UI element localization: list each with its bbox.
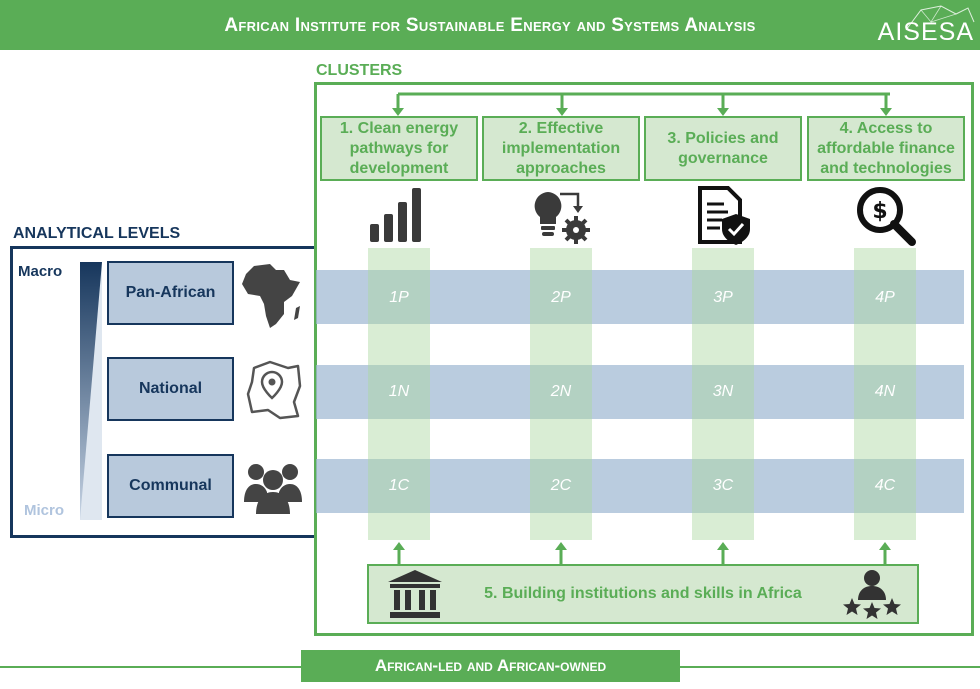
matrix-cell: 4C (874, 477, 896, 494)
matrix-cell: 4P (875, 289, 895, 306)
logo-outline-icon (905, 5, 975, 31)
footer-box (301, 650, 680, 682)
matrix-cell: 2P (551, 289, 571, 306)
analytical-levels-frame (10, 246, 314, 538)
band-pan-african (316, 270, 964, 324)
institution-building-icon (388, 570, 442, 618)
institutions-box (367, 564, 919, 624)
lightbulb-gear-icon (534, 192, 590, 244)
band-cluster-3 (692, 248, 754, 540)
clusters-frame (314, 82, 974, 636)
macro-micro-gradient-wedge (80, 262, 102, 520)
header-bar (0, 0, 980, 50)
people-group-icon (244, 464, 302, 514)
matrix-cell: 1P (389, 289, 409, 306)
matrix-cell: 4N (874, 383, 896, 400)
band-communal (316, 459, 964, 513)
cluster-box-3: 3. Policies and governance (644, 116, 802, 181)
matrix-cell: 1N (388, 383, 410, 400)
level-box-communal: Communal (107, 454, 234, 518)
matrix-cell: 3C (712, 477, 734, 494)
band-national (316, 365, 964, 419)
band-cluster-1 (368, 248, 430, 540)
matrix-cell: 3P (713, 289, 733, 306)
matrix-cell: 1C (388, 477, 410, 494)
micro-label: Micro (24, 502, 65, 519)
bar-chart-icon (370, 188, 421, 242)
matrix-cell: 3N (712, 383, 734, 400)
footer-label: African-led and African-owned (374, 656, 607, 675)
band-cluster-2 (530, 248, 592, 540)
analytical-levels-label: ANALYTICAL LEVELS (13, 225, 181, 242)
matrix-cell: 2N (550, 383, 572, 400)
cluster-box-4: 4. Access to affordable finance and tech… (807, 116, 965, 181)
logo-text: AISESA (877, 18, 974, 46)
country-pin-icon (246, 360, 302, 420)
band-cluster-4 (854, 248, 916, 540)
institutions-label: 5. Building institutions and skills in A… (484, 585, 802, 602)
header-title: African Institute for Sustainable Energy… (224, 15, 756, 36)
level-box-pan-african: Pan-African (107, 261, 234, 325)
cluster-box-2: 2. Effective implementation approaches (482, 116, 640, 181)
dollar-magnifier-icon: $ (857, 187, 916, 246)
level-box-national: National (107, 357, 234, 421)
cluster-box-1: 1. Clean energy pathways for development (320, 116, 478, 181)
svg-text:$: $ (872, 199, 887, 224)
clusters-label: CLUSTERS (316, 62, 403, 79)
matrix-cell: 2C (550, 477, 572, 494)
africa-map-icon (242, 264, 300, 328)
institution-up-arrows (393, 542, 891, 564)
document-shield-icon (698, 186, 750, 245)
person-stars-icon (843, 570, 901, 619)
macro-label: Macro (18, 263, 63, 280)
cluster-connector-arrows (392, 92, 892, 116)
